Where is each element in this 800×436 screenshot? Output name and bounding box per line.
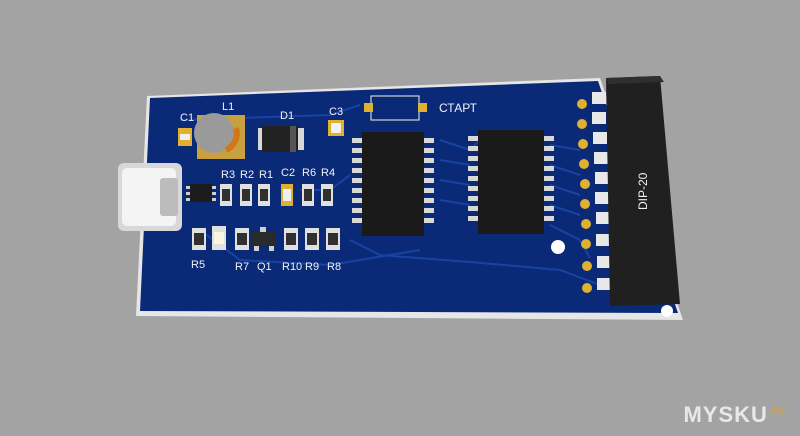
label-r1: R1 <box>259 169 273 181</box>
label-r6: R6 <box>302 167 316 179</box>
dip-socket-pins <box>577 99 592 293</box>
watermark-suffix: .ru <box>768 404 786 417</box>
label-r4: R4 <box>321 167 335 179</box>
watermark-text: MYSKU <box>683 402 768 427</box>
label-d1: D1 <box>280 110 294 122</box>
pcb-traces <box>179 104 601 286</box>
watermark: MYSKU.ru <box>683 402 786 428</box>
label-q1: Q1 <box>257 261 272 273</box>
label-r10: R10 <box>282 261 302 273</box>
start-button-footprint <box>364 95 427 121</box>
label-r2: R2 <box>240 169 254 181</box>
label-c2: C2 <box>281 167 295 179</box>
label-r5: R5 <box>191 259 205 271</box>
dip-20-chip <box>606 76 680 306</box>
label-r8: R8 <box>327 261 341 273</box>
resistor-row-bottom <box>192 226 340 251</box>
capacitor-c1 <box>178 128 192 146</box>
usb-c-connector <box>118 163 182 231</box>
label-c1: C1 <box>180 112 194 124</box>
inductor-l1 <box>194 113 245 159</box>
dip-socket-contacts <box>592 92 611 290</box>
ic-soic-1 <box>352 132 434 236</box>
label-start: СТАРТ <box>439 101 478 115</box>
label-dip20: DIP-20 <box>636 172 650 210</box>
mounting-hole-right <box>661 305 673 317</box>
label-r3: R3 <box>221 169 235 181</box>
mounting-hole-mid <box>551 240 565 254</box>
diode-d1 <box>258 126 304 152</box>
label-c3: C3 <box>329 106 343 118</box>
resistor-row-top <box>220 184 333 206</box>
label-r7: R7 <box>235 261 249 273</box>
capacitor-c3 <box>328 120 344 136</box>
ic-soic-2 <box>468 130 554 234</box>
label-l1: L1 <box>222 101 234 113</box>
ic-sot <box>186 184 216 202</box>
label-r9: R9 <box>305 261 319 273</box>
